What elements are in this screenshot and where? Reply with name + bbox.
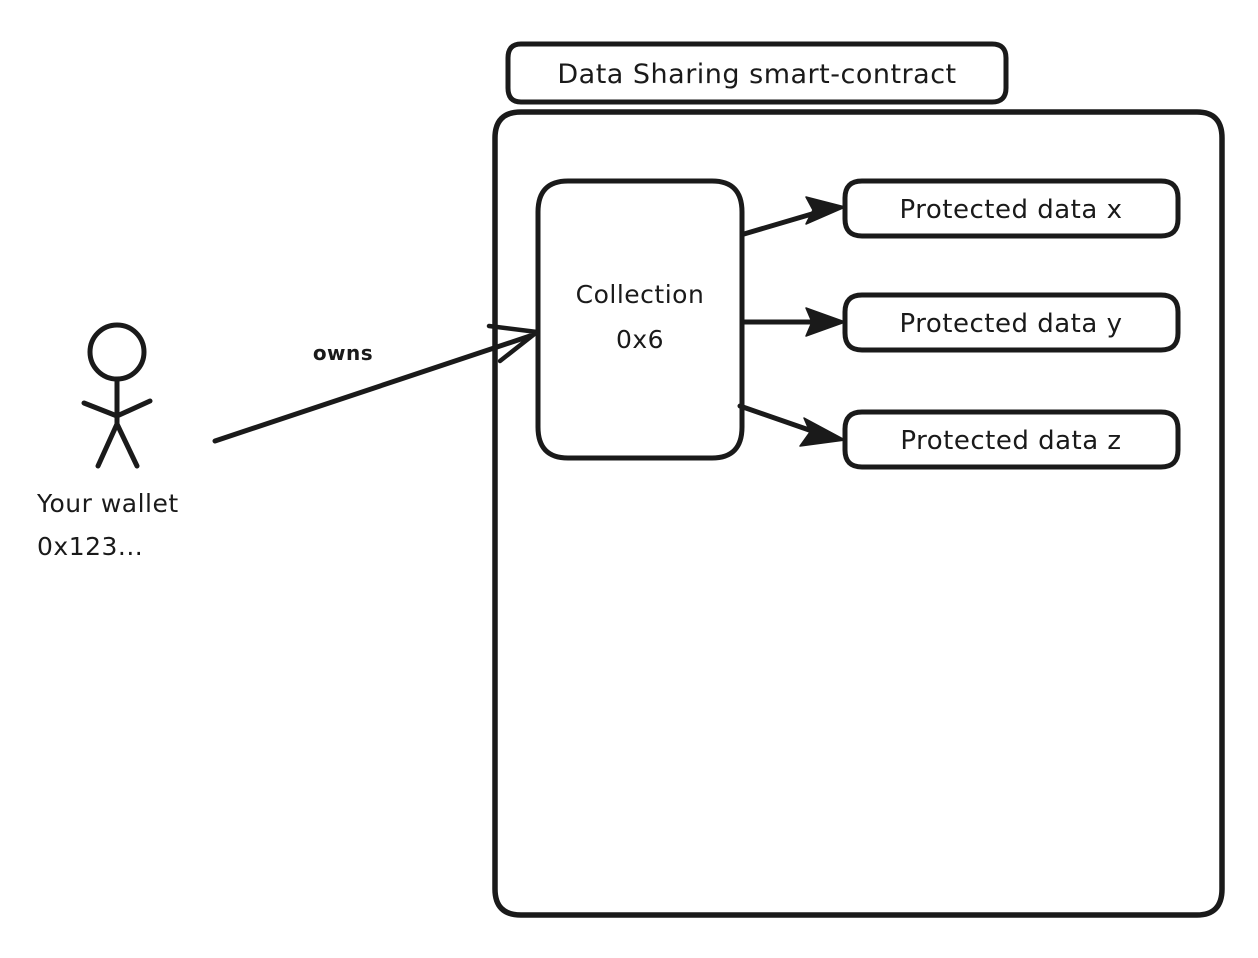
stick-figure-legs-icon — [95, 421, 140, 469]
protected-data-node-x-label: Protected data x — [900, 195, 1123, 225]
smart-contract-title-box[interactable]: Data Sharing smart-contract — [505, 41, 1009, 105]
edge-collection-to-protected-data-y-arrowhead — [805, 307, 846, 337]
edge-collection-to-protected-data-x-arrowhead — [805, 196, 846, 225]
edge-wallet-owns-collection-line — [212, 333, 533, 444]
stick-figure-arms-icon — [81, 398, 153, 419]
collection-node-border — [535, 178, 745, 461]
edge-collection-to-protected-data-z-line — [737, 403, 815, 434]
stick-figure-head-icon — [87, 322, 147, 382]
edge-wallet-owns-collection-label: owns — [313, 341, 373, 365]
protected-data-node-z[interactable]: Protected data z — [842, 409, 1181, 470]
wallet-actor-label-line2: 0x123... — [37, 532, 143, 561]
collection-node-label-line1: Collection — [576, 280, 705, 309]
protected-data-node-y-border — [842, 292, 1181, 353]
protected-data-node-z-border — [842, 409, 1181, 470]
protected-data-node-z-label: Protected data z — [900, 426, 1121, 456]
smart-contract-title-label: Data Sharing smart-contract — [557, 59, 956, 90]
collection-node-label-line2: 0x6 — [616, 325, 664, 354]
protected-data-node-x[interactable]: Protected data x — [842, 178, 1181, 239]
wallet-actor-label-line1: Your wallet — [36, 489, 179, 518]
edge-collection-to-protected-data-z — [737, 403, 846, 447]
edge-wallet-owns-collection-arrowhead-lower — [497, 329, 540, 364]
edge-wallet-owns-collection-arrowhead-upper — [486, 323, 540, 335]
edge-collection-to-protected-data-x-line — [741, 208, 825, 237]
stick-figure-person-icon — [81, 322, 153, 469]
edge-collection-to-protected-data-z-arrowhead — [799, 417, 846, 447]
edge-collection-to-protected-data-y — [741, 307, 846, 337]
protected-data-node-x-border — [842, 178, 1181, 239]
edge-wallet-owns-collection: owns — [212, 323, 540, 444]
wallet-actor[interactable]: Your wallet 0x123... — [36, 322, 179, 561]
smart-contract-title-border — [505, 41, 1009, 105]
collection-node[interactable]: Collection 0x6 — [535, 178, 745, 461]
protected-data-node-y-label: Protected data y — [900, 309, 1123, 339]
protected-data-node-y[interactable]: Protected data y — [842, 292, 1181, 353]
edge-collection-to-protected-data-x — [741, 196, 846, 237]
